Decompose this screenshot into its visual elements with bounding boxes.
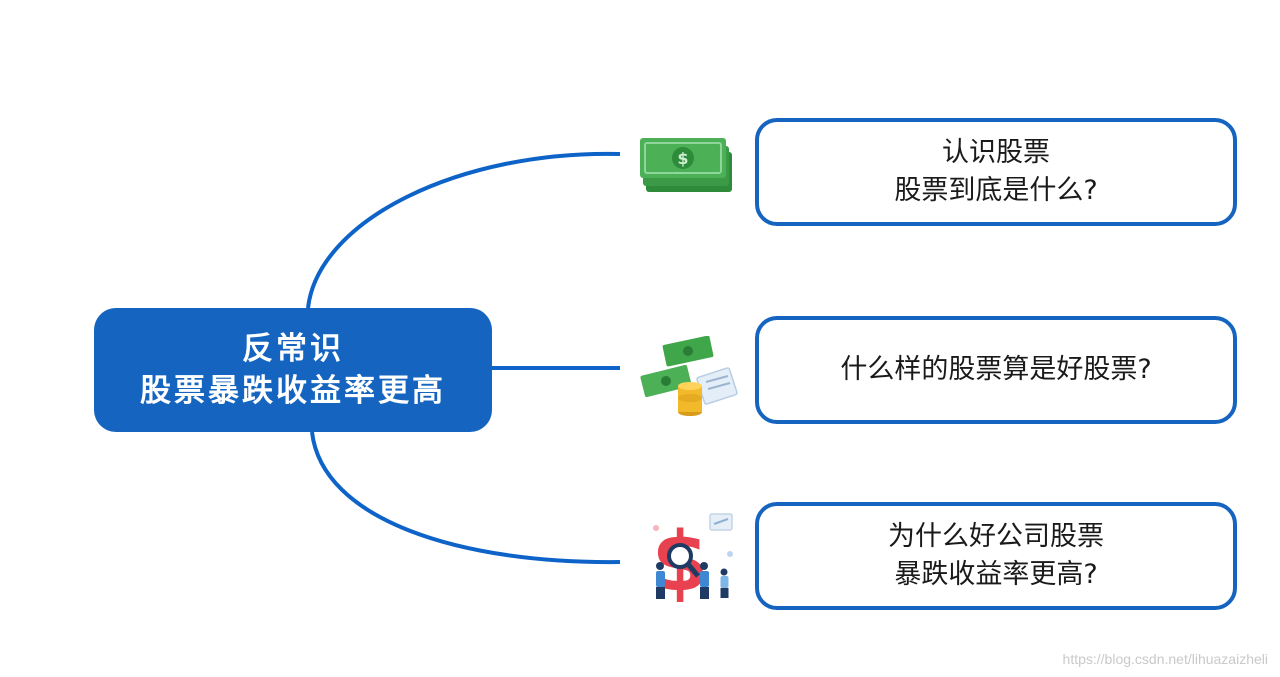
money-stack-icon: $ <box>640 138 732 192</box>
connector-branch-3 <box>310 431 621 565</box>
dollar-analysis-icon: $ <box>651 513 733 602</box>
money-coins-icon <box>640 336 738 416</box>
watermark-url: https://blog.csdn.net/lihuazaizheli <box>1062 651 1268 667</box>
central-topic-node: 反常识 股票暴跌收益率更高 <box>94 308 492 432</box>
svg-text:$: $ <box>677 149 688 168</box>
central-topic-subtitle: 股票暴跌收益率更高 <box>140 373 446 409</box>
branch-1-line-1: 认识股票 <box>942 137 1050 168</box>
central-topic-title: 反常识 <box>242 331 344 367</box>
branch-3-line-1: 为什么好公司股票 <box>888 521 1104 552</box>
connector-branch-1 <box>306 151 621 309</box>
branch-node-good-stock: 什么样的股票算是好股票? <box>755 316 1237 424</box>
branch-1-line-2: 股票到底是什么? <box>894 175 1098 206</box>
branch-node-crash-returns: 为什么好公司股票 暴跌收益率更高? <box>755 502 1237 610</box>
branch-2-line-1: 什么样的股票算是好股票? <box>840 354 1152 385</box>
branch-3-line-2: 暴跌收益率更高? <box>894 559 1098 590</box>
branch-node-what-is-stock: 认识股票 股票到底是什么? <box>755 118 1237 226</box>
